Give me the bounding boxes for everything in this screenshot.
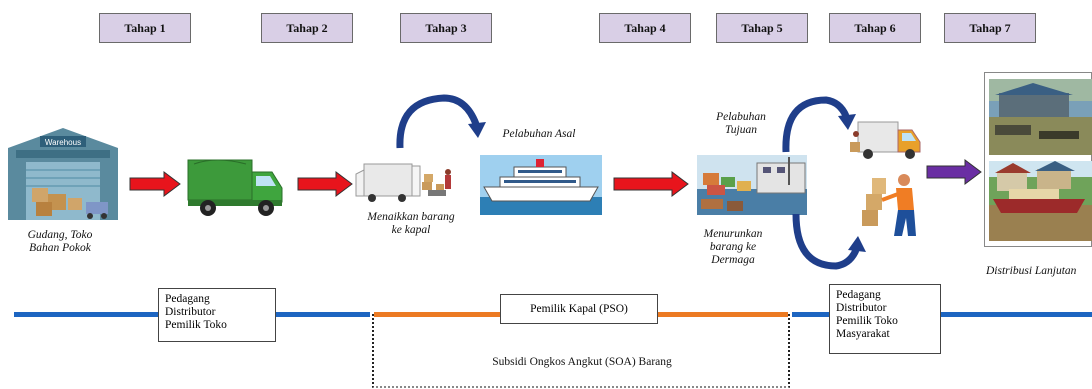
warehouse-sign-text: Warehous (45, 138, 81, 147)
arrow-right-icon (613, 171, 689, 197)
worker-boxes-icon (862, 174, 916, 236)
curved-arrow-icon (396, 94, 486, 149)
distribution-photos (984, 72, 1092, 247)
role-box-ship-owner: Pemilik Kapal (PSO) (500, 294, 658, 324)
caption-origin-port: Pelabuhan Asal (502, 128, 576, 140)
stage-7: Tahap 7 (944, 13, 1036, 43)
stage-5: Tahap 5 (716, 13, 808, 43)
truck-icon (187, 159, 283, 216)
line-blue-right (792, 312, 1092, 317)
loading-truck-icon (355, 163, 451, 202)
stage-4: Tahap 4 (599, 13, 691, 43)
stage-2: Tahap 2 (261, 13, 353, 43)
boat-cargo-photo (989, 161, 1092, 241)
arrow-right-icon (926, 159, 982, 185)
arrow-right-icon (297, 171, 353, 197)
subsidy-bracket (372, 314, 790, 388)
port-unloading-icon (697, 155, 807, 215)
subsidy-label: Subsidi Ongkos Angkut (SOA) Barang (492, 356, 672, 368)
curved-arrow-icon (782, 96, 856, 153)
arrow-right-icon (129, 171, 181, 197)
warehouse-icon: Warehous (8, 128, 118, 220)
ship-icon (480, 155, 602, 215)
stage-1: Tahap 1 (99, 13, 191, 43)
curved-arrow-icon (792, 213, 866, 270)
stage-3: Tahap 3 (400, 13, 492, 43)
stage-6: Tahap 6 (829, 13, 921, 43)
delivery-van-icon (850, 121, 921, 159)
caption-further-distribution: Distribusi Lanjutan (986, 265, 1077, 277)
river-market-photo (989, 79, 1092, 155)
